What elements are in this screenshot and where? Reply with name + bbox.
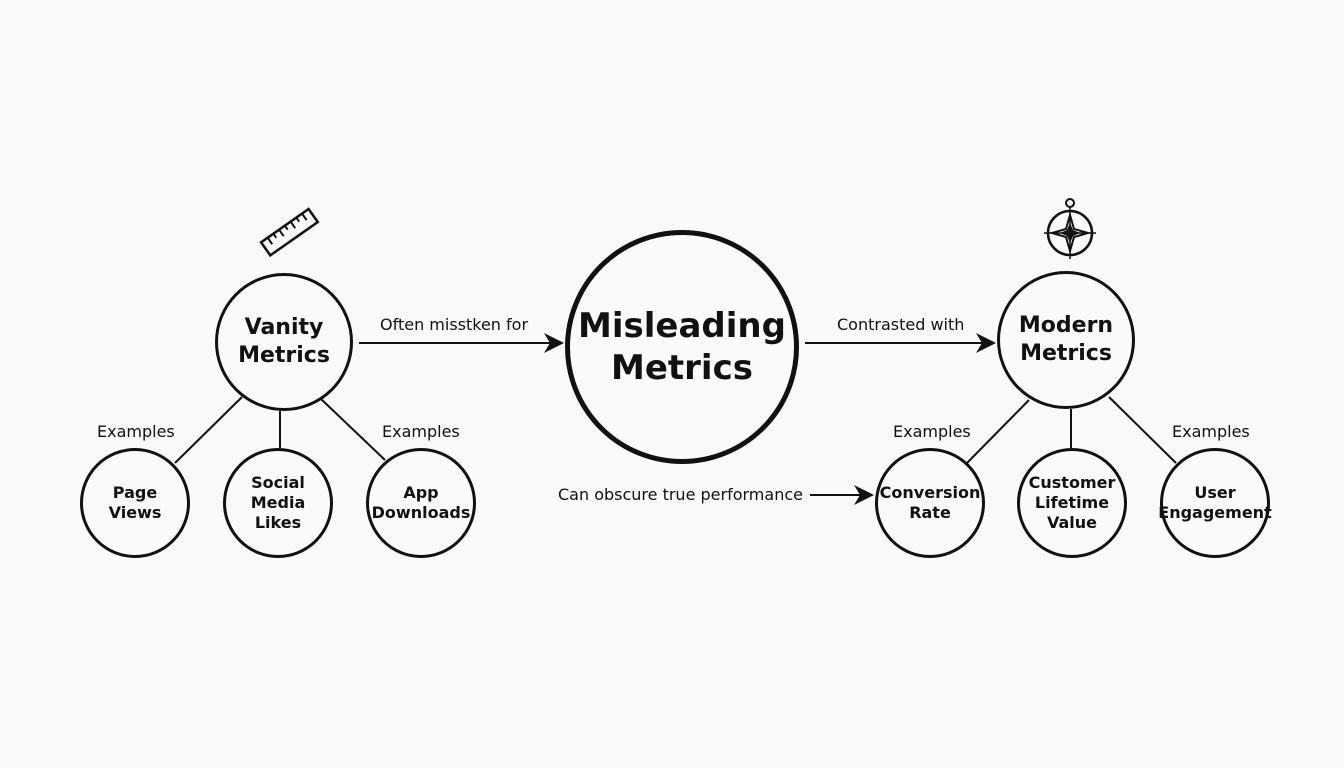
edge-label-examples: Examples <box>97 422 175 441</box>
leaf-node-user-engagement: User Engagement <box>1158 448 1272 558</box>
leaf-line: Customer <box>1028 473 1116 492</box>
hub-node-vanity-metrics: Vanity Metrics <box>215 273 353 411</box>
right-hub-line1: Modern <box>1018 313 1114 338</box>
edge-label-often-mistaken: Often misstken for <box>380 315 529 334</box>
leaf-line: Rate <box>909 503 951 522</box>
right-hub-line2: Metrics <box>1020 341 1112 366</box>
edge-label-examples: Examples <box>893 422 971 441</box>
branch-right-3 <box>1108 396 1177 464</box>
center-line2: Metrics <box>611 348 753 388</box>
compass-icon <box>1044 198 1096 259</box>
leaf-node-page-views: Page Views <box>80 448 190 558</box>
ruler-icon <box>259 207 320 258</box>
leaf-line: Value <box>1046 513 1098 532</box>
edge-label-obscure-performance: Can obscure true performance <box>558 485 803 504</box>
leaf-line: Views <box>108 503 162 522</box>
leaf-node-conversion-rate: Conversion Rate <box>875 448 985 558</box>
leaf-node-customer-lifetime-value: Customer Lifetime Value <box>1017 448 1127 558</box>
leaf-line: User <box>1194 483 1236 502</box>
edge-label-examples: Examples <box>1172 422 1250 441</box>
edge-label-examples: Examples <box>382 422 460 441</box>
branch-left-1 <box>174 396 243 464</box>
leaf-line: Conversion <box>879 483 981 502</box>
edge-label-contrasted-with: Contrasted with <box>837 315 965 334</box>
leaf-line: Social Media <box>250 473 306 512</box>
leaf-line: Lifetime <box>1034 493 1110 512</box>
central-node-misleading-metrics: Misleading Metrics <box>565 230 799 464</box>
leaf-line: App <box>403 483 439 502</box>
leaf-line: Page <box>112 483 158 502</box>
branch-left-3 <box>320 398 386 461</box>
leaf-node-app-downloads: App Downloads <box>366 448 476 558</box>
leaf-line: Engagement <box>1158 503 1272 522</box>
branch-right-1 <box>966 399 1030 464</box>
left-hub-line1: Vanity <box>244 315 324 340</box>
left-hub-line2: Metrics <box>238 343 330 368</box>
leaf-line: Downloads <box>371 503 471 522</box>
leaf-line: Likes <box>254 513 302 532</box>
leaf-node-social-media-likes: Social Media Likes <box>223 448 333 558</box>
center-line1: Misleading <box>578 306 786 346</box>
hub-node-modern-metrics: Modern Metrics <box>997 271 1135 409</box>
